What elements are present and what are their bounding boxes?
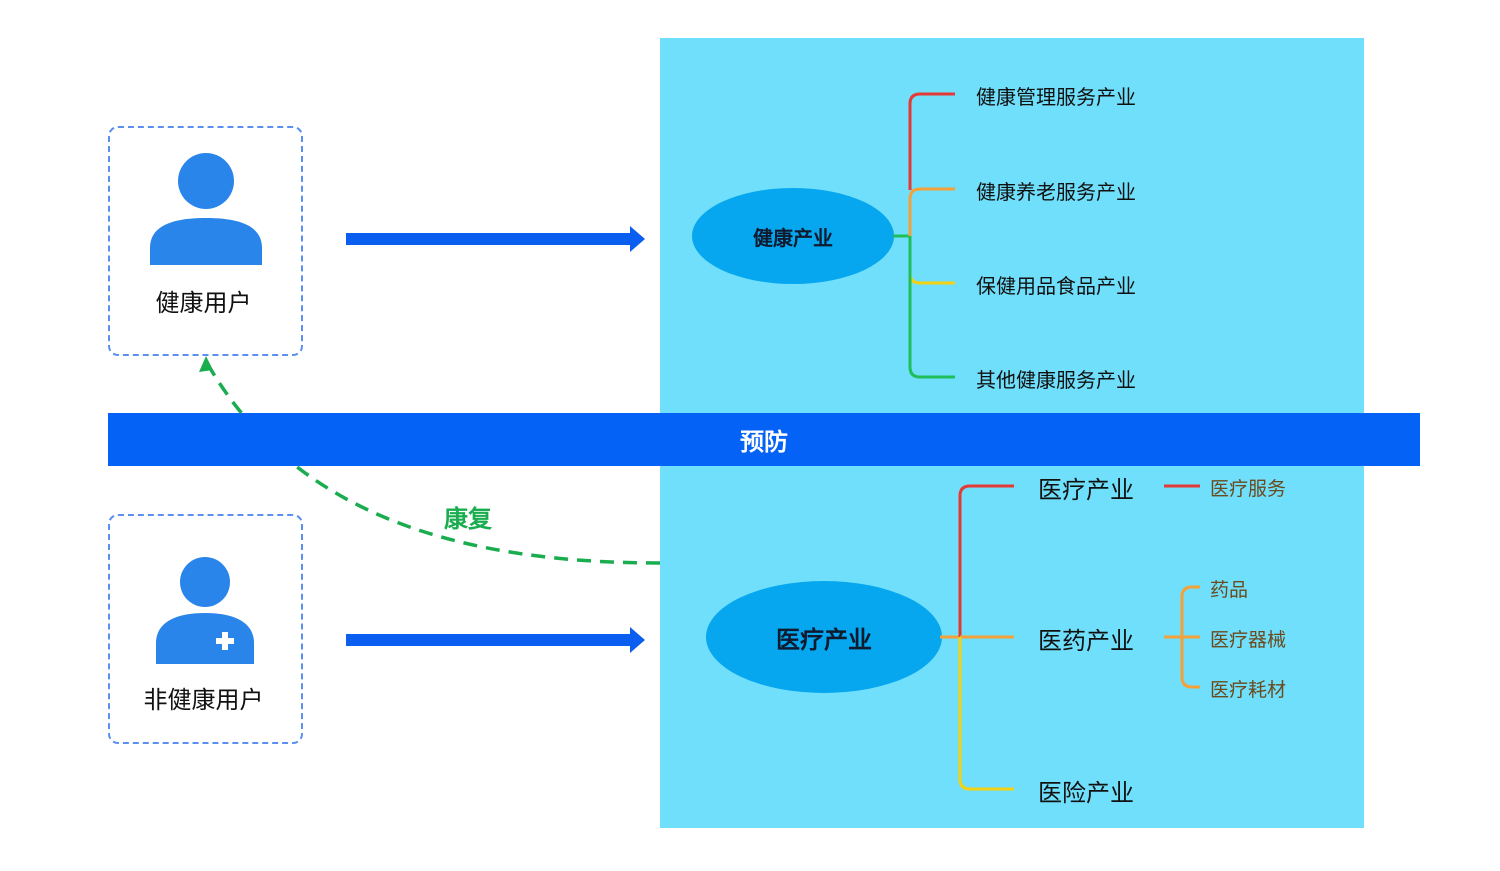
branch-medical-red	[958, 484, 1014, 637]
prevention-band: 预防	[108, 413, 1420, 466]
medical-service-label: 医疗服务	[1210, 478, 1287, 500]
arrow-healthy-to-health	[346, 226, 645, 252]
branch-health-yellow	[908, 250, 955, 285]
medical-industry-node	[706, 581, 942, 693]
branch-health-orange	[908, 187, 955, 236]
person-medical-icon	[156, 557, 254, 664]
health-branch-label: 健康养老服务产业	[976, 180, 1136, 204]
branch-health-red	[908, 92, 955, 190]
health-branch-label: 保健用品食品产业	[976, 274, 1136, 298]
arrow-unhealthy-to-medical	[346, 627, 645, 653]
recovery-label: 康复	[444, 505, 492, 533]
health-industry-node	[692, 188, 894, 284]
unhealthy-user-label: 非健康用户	[143, 686, 264, 714]
recovery-arrowhead	[199, 356, 213, 372]
pharma-item-label: 医疗耗材	[1210, 679, 1287, 701]
healthy-user-box	[108, 126, 303, 356]
medical-branch-label: 医药产业	[1038, 627, 1134, 655]
pharma-item-label: 医疗器械	[1210, 629, 1287, 651]
branch-medical-yellow	[958, 637, 1014, 791]
medical-branch-label: 医疗产业	[1038, 476, 1134, 504]
healthy-user-label: 健康用户	[155, 289, 252, 317]
person-icon	[150, 153, 262, 265]
pharma-item-label: 药品	[1210, 579, 1249, 601]
health-branch-label: 其他健康服务产业	[976, 368, 1136, 392]
branch-health-green	[908, 236, 955, 379]
medical-industry-label: 医疗产业	[776, 625, 872, 654]
medical-branch-label: 医险产业	[1038, 779, 1134, 807]
unhealthy-user-box	[108, 514, 303, 744]
prevention-label: 预防	[740, 428, 788, 456]
branch-pharma-sub	[1180, 585, 1200, 689]
health-branch-label: 健康管理服务产业	[976, 85, 1136, 109]
health-industry-label: 健康产业	[753, 225, 833, 250]
